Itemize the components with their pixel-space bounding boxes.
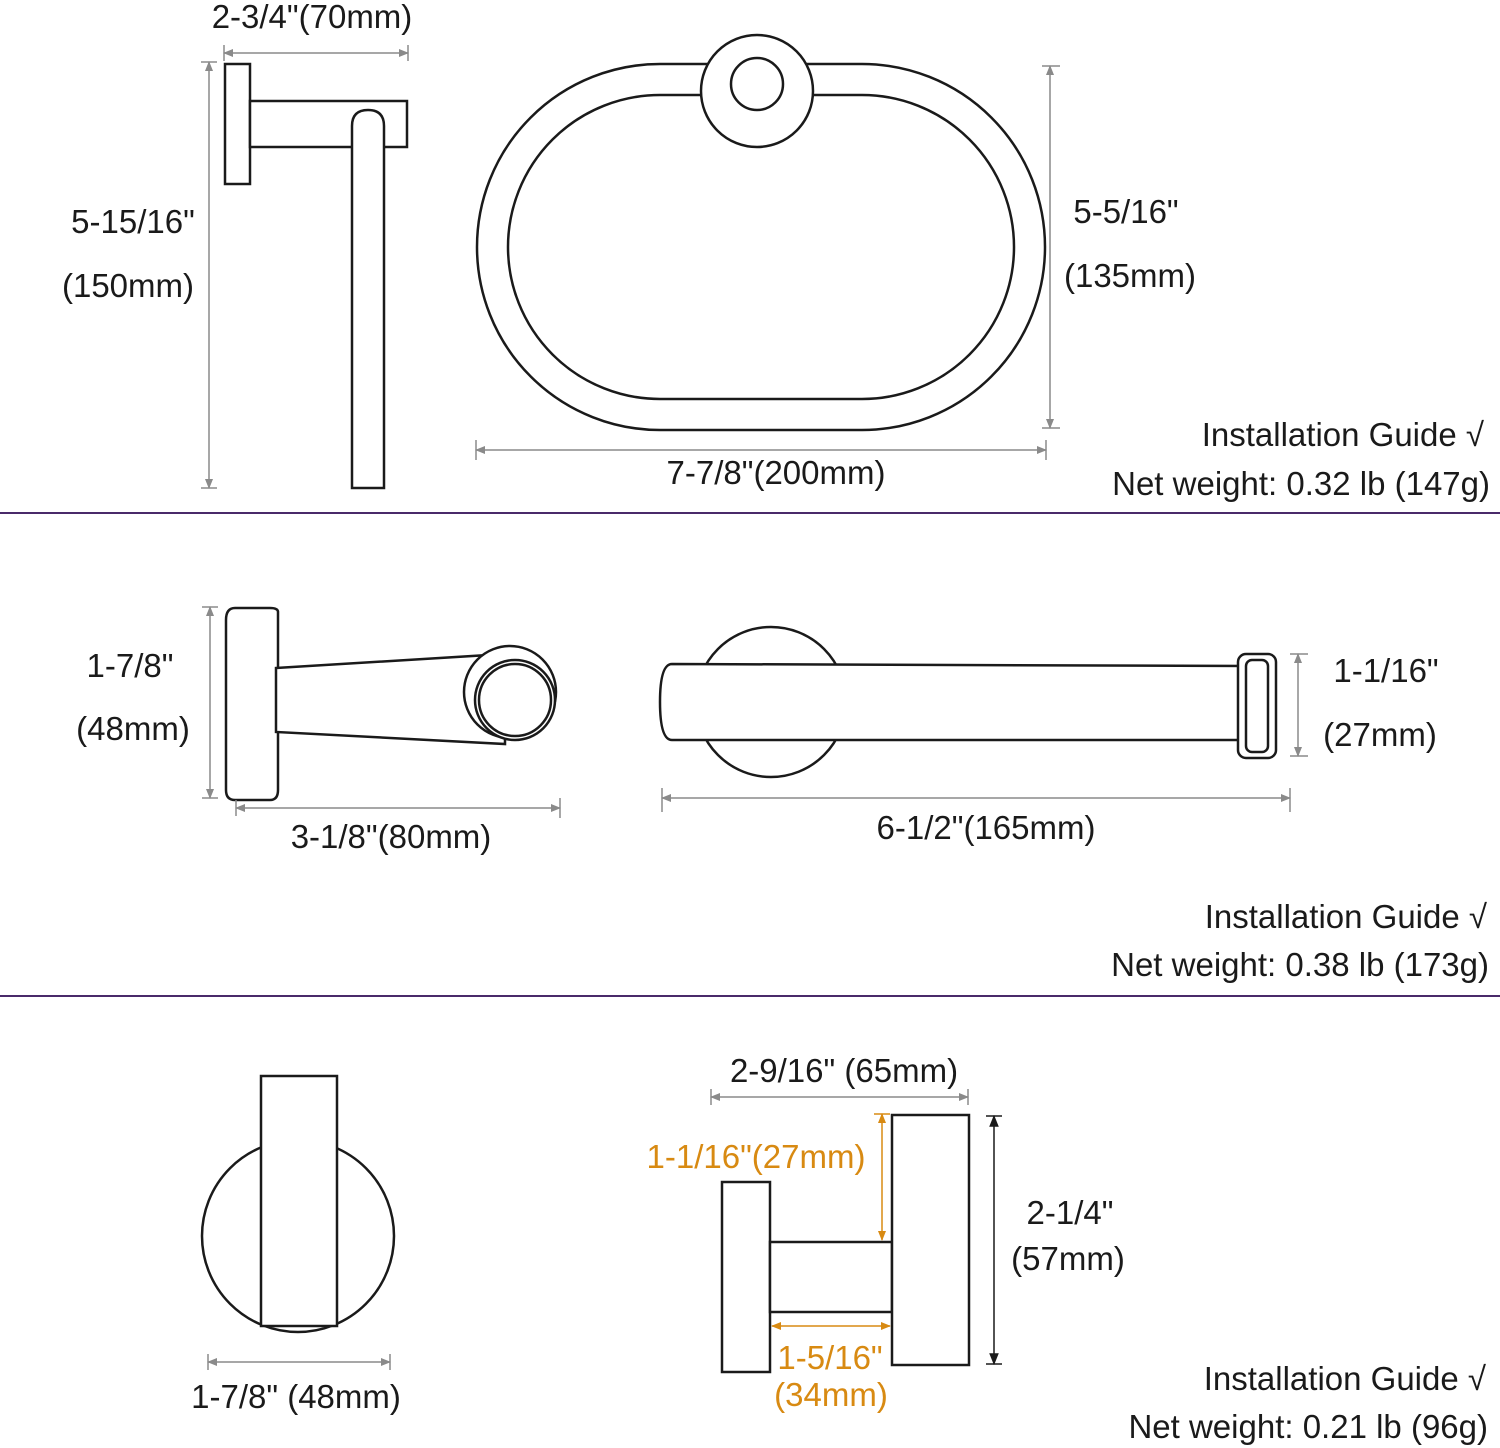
robe-hook-total-height-in-label: 2-1/4" — [1026, 1194, 1114, 1231]
towel-ring-width-label: 7-7/8"(200mm) — [666, 454, 886, 491]
towel-ring-side-height-in-label: 5-15/16" — [71, 203, 195, 240]
robe-hook-front-view — [200, 1074, 396, 1334]
robe-hook-depth-in-label: 1-5/16" — [777, 1339, 883, 1376]
paper-holder-side-width-label: 3-1/8"(80mm) — [290, 818, 492, 855]
section-divider-1 — [0, 512, 1500, 514]
paper-holder-net-weight: Net weight: 0.38 lb (173g) — [1111, 946, 1489, 983]
robe-hook-front-dimensions — [207, 1354, 391, 1370]
towel-ring-front-view — [475, 33, 1047, 432]
paper-holder-side-view — [224, 606, 558, 802]
robe-hook-side-width-label: 2-9/16" (65mm) — [729, 1052, 959, 1089]
towel-ring-side-height-mm-label: (150mm) — [61, 267, 195, 304]
towel-ring-side-dimensions — [201, 45, 409, 489]
robe-hook-depth-mm-label: (34mm) — [774, 1376, 888, 1413]
paper-holder-front-dimensions — [661, 653, 1308, 812]
towel-ring-side-view — [223, 62, 409, 490]
towel-ring-height-mm-label: (135mm) — [1063, 257, 1197, 294]
paper-holder-side-height-mm-label: (48mm) — [76, 710, 190, 747]
robe-hook-hook-height-label: 1-1/16"(27mm) — [646, 1138, 866, 1175]
paper-holder-front-height-in-label: 1-1/16" — [1333, 652, 1439, 689]
robe-hook-net-weight: Net weight: 0.21 lb (96g) — [1128, 1408, 1488, 1445]
section-divider-2 — [0, 995, 1500, 997]
paper-holder-side-height-in-label: 1-7/8" — [86, 647, 174, 684]
paper-holder-front-height-mm-label: (27mm) — [1323, 716, 1437, 753]
paper-holder-front-view — [658, 625, 1278, 779]
towel-ring-side-width-label: 2-3/4"(70mm) — [211, 0, 413, 35]
paper-holder-side-dimensions — [202, 606, 561, 818]
robe-hook-total-height-mm-label: (57mm) — [1011, 1240, 1125, 1277]
robe-hook-side-view — [720, 1113, 971, 1374]
robe-hook-side-dimensions — [710, 1089, 1002, 1366]
paper-holder-front-width-label: 6-1/2"(165mm) — [876, 809, 1096, 846]
robe-hook-front-width-label: 1-7/8" (48mm) — [191, 1378, 401, 1415]
towel-ring-front-dimensions — [475, 65, 1060, 460]
towel-ring-height-in-label: 5-5/16" — [1073, 193, 1179, 230]
towel-ring-net-weight: Net weight: 0.32 lb (147g) — [1112, 465, 1490, 502]
robe-hook-install-guide: Installation Guide √ — [1203, 1360, 1486, 1397]
paper-holder-install-guide: Installation Guide √ — [1204, 898, 1487, 935]
towel-ring-install-guide: Installation Guide √ — [1201, 416, 1484, 453]
